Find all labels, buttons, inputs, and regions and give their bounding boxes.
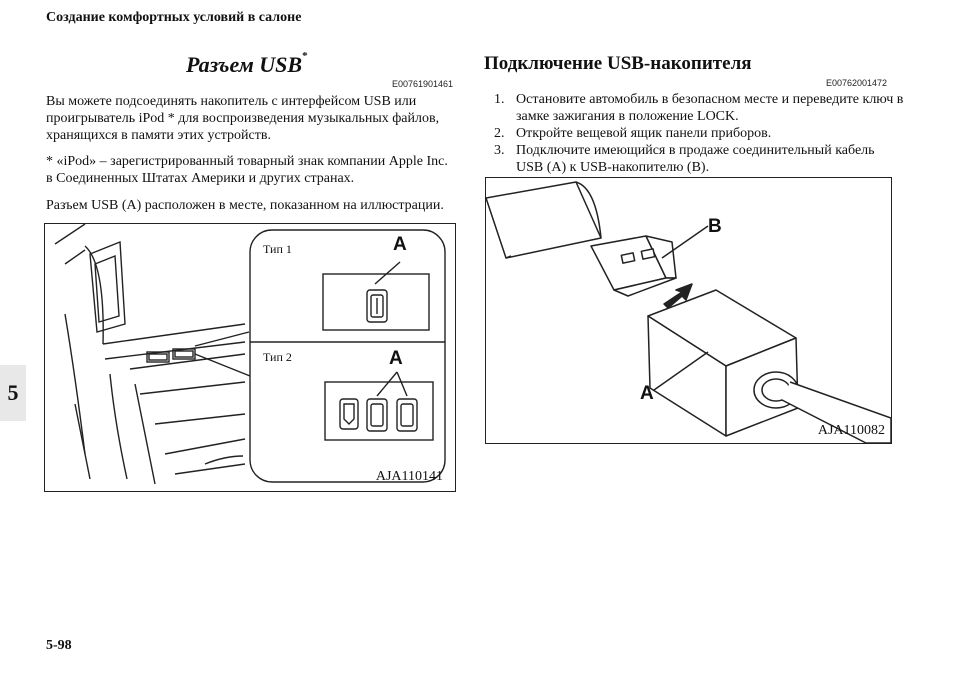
location-paragraph: Разъем USB (A) расположен в месте, показ… bbox=[46, 198, 444, 213]
callout-b-usb-drive: B bbox=[708, 216, 722, 237]
callout-a-type2: A bbox=[389, 348, 403, 369]
step-item: 3.Подключите имеющийся в продаже соедини… bbox=[494, 143, 875, 175]
chapter-tab: 5 bbox=[0, 365, 26, 421]
figure-code-right: AJA110082 bbox=[817, 423, 885, 438]
section-title-usb-port: Разъем USB* bbox=[186, 50, 308, 77]
connection-steps: 1.Остановите автомобиль в безопасном мес… bbox=[494, 91, 904, 176]
callout-a-cable: A bbox=[640, 383, 654, 404]
intro-paragraph: Вы можете подсоединять накопитель с инте… bbox=[46, 94, 440, 143]
section-code-right: E00762001472 bbox=[826, 78, 888, 88]
section-title-usb-connection: Подключение USB-накопителя bbox=[484, 53, 752, 74]
usb-stick-cable-illustration bbox=[486, 181, 891, 443]
usb-port-location-figure: Тип 1 A Тип 2 A AJA110141 bbox=[44, 223, 456, 492]
ipod-footnote: * «iPod» – зарегистрированный товарный з… bbox=[46, 154, 448, 186]
step-item: 2.Откройте вещевой ящик панели приборов. bbox=[494, 126, 772, 141]
callout-a-type1: A bbox=[393, 234, 407, 255]
dashboard-illustration bbox=[54, 224, 446, 485]
figure-code-left: AJA110141 bbox=[375, 469, 443, 484]
section-code-left: E00761901461 bbox=[392, 79, 454, 89]
title-footnote-mark: * bbox=[302, 50, 308, 62]
type2-label: Тип 2 bbox=[263, 350, 292, 364]
step-item: 1.Остановите автомобиль в безопасном мес… bbox=[494, 92, 904, 124]
page-number: 5-98 bbox=[46, 638, 72, 653]
running-header: Создание комфортных условий в салоне bbox=[46, 10, 302, 25]
type1-label: Тип 1 bbox=[263, 242, 292, 256]
usb-connection-figure: B A AJA110082 bbox=[485, 177, 892, 444]
